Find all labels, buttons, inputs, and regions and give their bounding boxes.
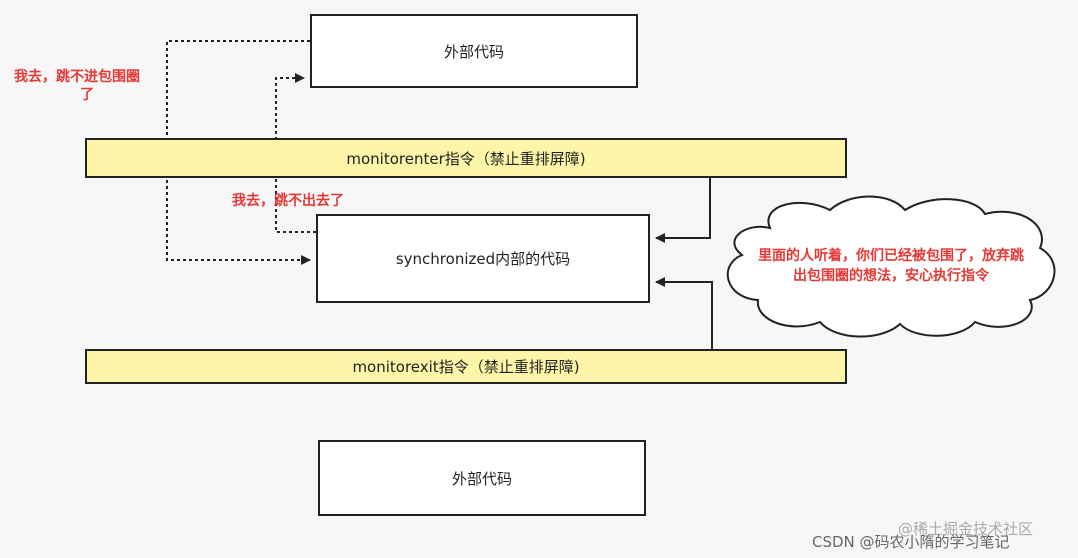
arrow-enter-to-sync <box>655 177 711 243</box>
watermark-csdn-text: CSDN @码农小隋的学习笔记 <box>812 533 1010 551</box>
note-cannot-jump-in-line1: 我去，跳不进包围圈 <box>14 69 140 85</box>
synchronized-inner-label: synchronized内部的代码 <box>395 250 571 268</box>
note-cannot-jump-out: 我去，跳不出去了 <box>232 192 344 210</box>
watermark-juejin: @稀土掘金技术社区 <box>898 518 1033 539</box>
watermark-csdn: CSDN @码农小隋的学习笔记 <box>812 531 1010 552</box>
monitorexit-label: monitorexit指令（禁止重排屏障) <box>352 358 580 376</box>
outer-code-box-top: 外部代码 <box>310 14 638 88</box>
monitorenter-band: monitorenter指令（禁止重排屏障) <box>85 138 847 178</box>
outer-code-bottom-label: 外部代码 <box>451 469 512 488</box>
cloud-message-line2: 出包围圈的想法，安心执行指令 <box>793 268 989 284</box>
cloud-message-line1: 里面的人听着，你们已经被包围了，放弃跳 <box>758 248 1024 264</box>
arrow-exit-to-sync <box>655 277 713 349</box>
synchronized-inner-box: synchronized内部的代码 <box>316 214 650 303</box>
note-cannot-jump-out-text: 我去，跳不出去了 <box>232 193 344 209</box>
outer-code-top-label: 外部代码 <box>443 42 504 61</box>
note-cannot-jump-in-line2: 了 <box>80 87 94 103</box>
watermark-juejin-text: @稀土掘金技术社区 <box>898 520 1034 538</box>
monitorexit-band: monitorexit指令（禁止重排屏障) <box>85 349 847 384</box>
monitorenter-label: monitorenter指令（禁止重排屏障) <box>346 149 586 168</box>
cloud-message: 里面的人听着，你们已经被包围了，放弃跳 出包围圈的想法，安心执行指令 <box>736 246 1046 286</box>
outer-code-box-bottom: 外部代码 <box>318 440 646 516</box>
note-cannot-jump-in: 我去，跳不进包围圈 了 <box>14 68 164 104</box>
cloud-shape <box>726 195 1056 338</box>
